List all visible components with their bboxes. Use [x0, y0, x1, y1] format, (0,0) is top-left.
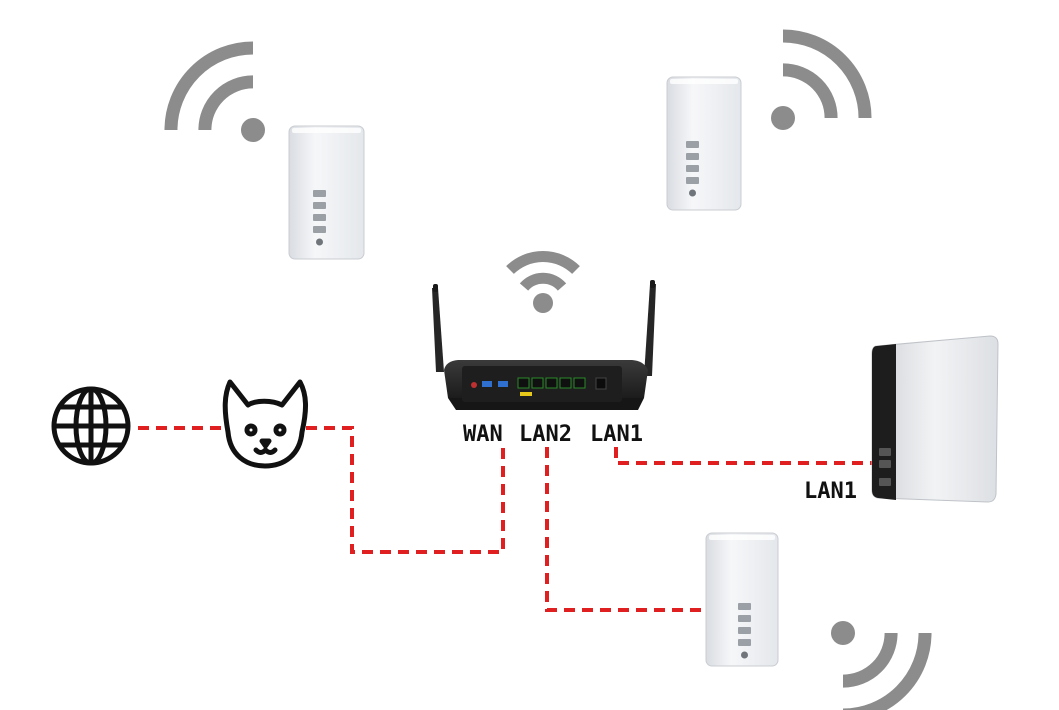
- cat-eye-left: [244, 423, 258, 437]
- wifi-icon: [771, 29, 872, 130]
- lan1-port-label: LAN1: [590, 422, 643, 447]
- nas-lan1-label: LAN1: [804, 479, 857, 504]
- wifi-icon: [506, 251, 580, 313]
- mesh-node-top-left: [288, 125, 365, 260]
- cat-icon: [222, 379, 308, 469]
- mesh-node-ports: [686, 141, 699, 197]
- mesh-node-top-right: [666, 76, 742, 211]
- cable-lan2-to-mesh-node: [545, 447, 740, 612]
- nas-ports: [879, 448, 891, 486]
- wan-port-label: WAN: [463, 422, 503, 447]
- nas-server: [871, 335, 999, 503]
- cat-eye-right: [273, 423, 287, 437]
- cable-lan1-to-nas: [614, 447, 876, 465]
- router-ports: [471, 377, 607, 396]
- lan2-port-label: LAN2: [519, 422, 572, 447]
- mesh-node-ports: [313, 190, 326, 246]
- cable-modem-to-wan: [306, 426, 505, 554]
- mesh-node-ports: [738, 603, 751, 659]
- cat-mouth: [253, 447, 278, 455]
- cables: [138, 426, 876, 612]
- wifi-icon: [164, 41, 265, 142]
- wifi-icon: [831, 621, 932, 710]
- main-router: [432, 280, 656, 410]
- cat-nose: [259, 438, 272, 449]
- globe-icon: [51, 386, 131, 466]
- router-antenna-left: [432, 284, 444, 372]
- router-antenna-right: [644, 280, 656, 376]
- mesh-node-bottom: [705, 532, 779, 667]
